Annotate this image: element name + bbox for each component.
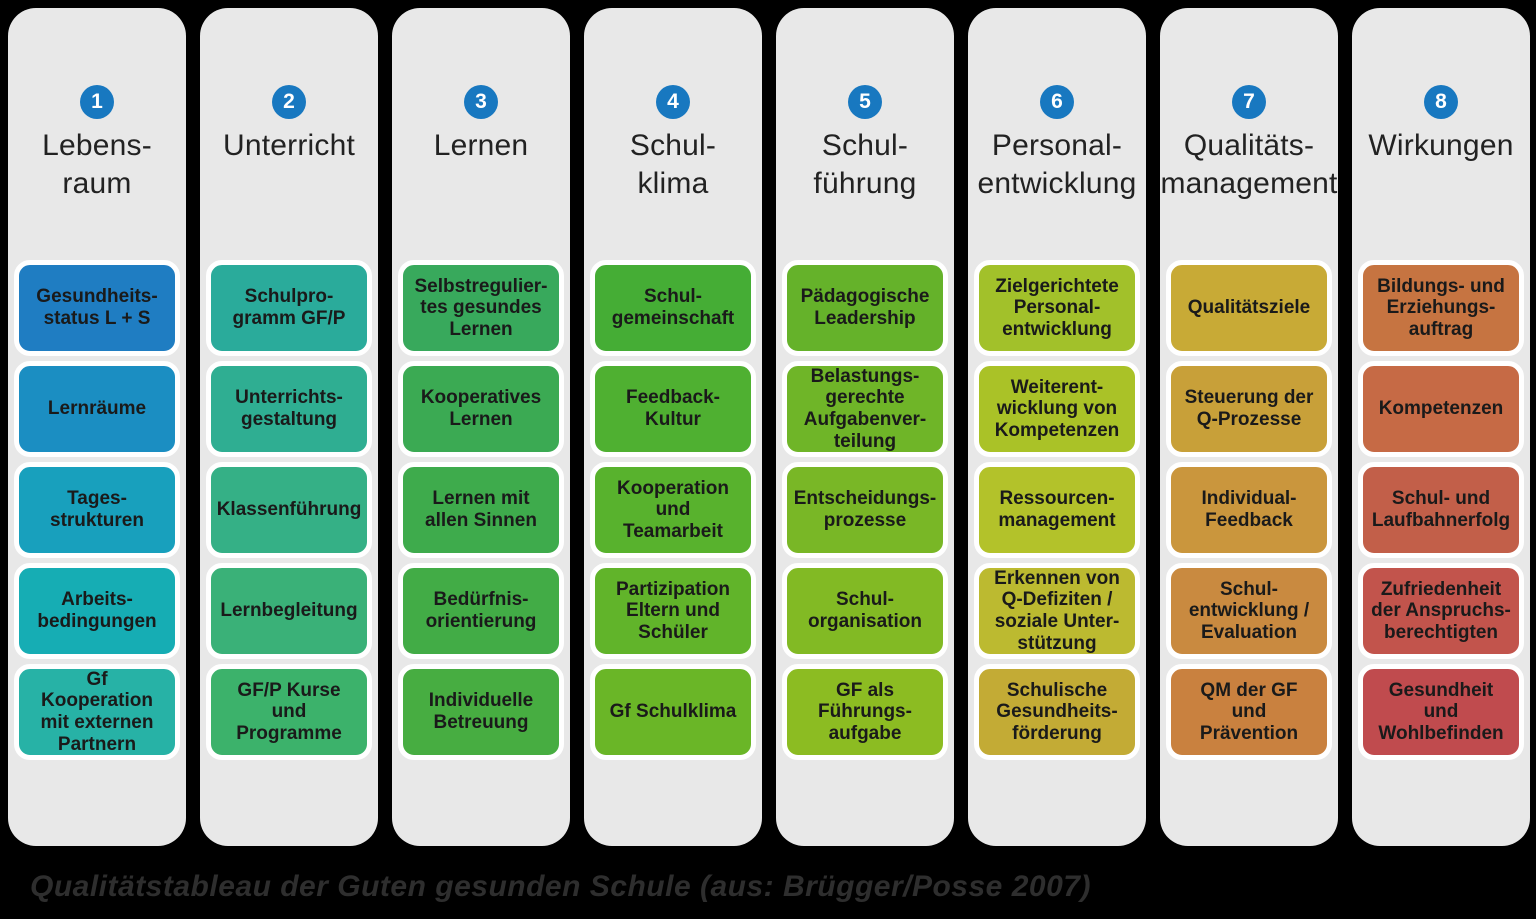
box-schulentwicklung-evaluation: Schul- entwicklung / Evaluation (1166, 563, 1332, 659)
box-gf-kooperation: Gf Kooperation mit externen Partnern (14, 664, 180, 760)
box-schulprogramm: Schulpro- gramm GF/P (206, 260, 372, 356)
box-qualitaetsziele: Qualitätsziele (1166, 260, 1332, 356)
box-zufriedenheit: Zufriedenheit der Anspruchs- berechtigte… (1358, 563, 1524, 659)
box-kooperatives-lernen: Kooperatives Lernen (398, 361, 564, 457)
column-title-wirkungen: Wirkungen (1368, 129, 1514, 162)
box-kooperation-teamarbeit: Kooperation und Teamarbeit (590, 462, 756, 558)
number-badge-1: 1 (80, 85, 114, 119)
box-bildungsauftrag: Bildungs- und Erziehungs- auftrag (1358, 260, 1524, 356)
box-lernbegleitung: Lernbegleitung (206, 563, 372, 659)
column-header-personalentwicklung: 6 Personal- entwicklung (974, 8, 1140, 260)
quality-table-board: 1 Lebens- raum Gesundheits- status L + S… (8, 8, 1530, 846)
box-ressourcenmanagement: Ressourcen- management (974, 462, 1140, 558)
column-unterricht: 2 Unterricht Schulpro- gramm GF/P Unterr… (200, 8, 378, 846)
box-list-lernen: Selbstregulier- tes gesundes Lernen Koop… (398, 260, 564, 760)
column-lernen: 3 Lernen Selbstregulier- tes gesundes Le… (392, 8, 570, 846)
box-klassenfuehrung: Klassenführung (206, 462, 372, 558)
box-tagesstrukturen: Tages- strukturen (14, 462, 180, 558)
box-gf-fuehrungsaufgabe: GF als Führungs- aufgabe (782, 664, 948, 760)
column-schulfuehrung: 5 Schul- führung Pädagogische Leadership… (776, 8, 954, 846)
number-badge-4: 4 (656, 85, 690, 119)
number-badge-5: 5 (848, 85, 882, 119)
box-schul-laufbahnerfolg: Schul- und Laufbahnerfolg (1358, 462, 1524, 558)
column-header-lebensraum: 1 Lebens- raum (14, 8, 180, 260)
box-qm-gf-praevention: QM der GF und Prävention (1166, 664, 1332, 760)
box-partizipation: Partizipation Eltern und Schüler (590, 563, 756, 659)
column-schulklima: 4 Schul- klima Schul- gemeinschaft Feedb… (584, 8, 762, 846)
column-personalentwicklung: 6 Personal- entwicklung Zielgerichtete P… (968, 8, 1146, 846)
box-schulische-gesundheitsfoerderung: Schulische Gesundheits- förderung (974, 664, 1140, 760)
box-unterrichtsgestaltung: Unterrichts- gestaltung (206, 361, 372, 457)
column-title-schulklima: Schul- klima (629, 129, 717, 200)
column-title-lernen: Lernen (433, 129, 529, 162)
box-list-qualitaetsmanagement: Qualitätsziele Steuerung der Q-Prozesse … (1166, 260, 1332, 760)
box-gfp-kurse: GF/P Kurse und Programme (206, 664, 372, 760)
box-entscheidungsprozesse: Entscheidungs- prozesse (782, 462, 948, 558)
box-list-personalentwicklung: Zielgerichtete Personal- entwicklung Wei… (974, 260, 1140, 760)
box-aufgabenverteilung: Belastungs- gerechte Aufgabenver- teilun… (782, 361, 948, 457)
box-individual-feedback: Individual- Feedback (1166, 462, 1332, 558)
column-wirkungen: 8 Wirkungen Bildungs- und Erziehungs- au… (1352, 8, 1530, 846)
box-paedagogische-leadership: Pädagogische Leadership (782, 260, 948, 356)
number-badge-3: 3 (464, 85, 498, 119)
box-selbstreguliertes-lernen: Selbstregulier- tes gesundes Lernen (398, 260, 564, 356)
box-lernen-mit-allen-sinnen: Lernen mit allen Sinnen (398, 462, 564, 558)
box-schulorganisation: Schul- organisation (782, 563, 948, 659)
column-header-lernen: 3 Lernen (398, 8, 564, 260)
box-steuerung-q-prozesse: Steuerung der Q-Prozesse (1166, 361, 1332, 457)
box-gf-schulklima: Gf Schulklima (590, 664, 756, 760)
box-gesundheitsstatus: Gesundheits- status L + S (14, 260, 180, 356)
box-individuelle-betreuung: Individuelle Betreuung (398, 664, 564, 760)
column-title-schulfuehrung: Schul- führung (813, 129, 917, 200)
box-feedback-kultur: Feedback- Kultur (590, 361, 756, 457)
box-list-wirkungen: Bildungs- und Erziehungs- auftrag Kompet… (1358, 260, 1524, 760)
figure-caption: Qualitätstableau der Guten gesunden Schu… (30, 870, 1091, 903)
box-schulgemeinschaft: Schul- gemeinschaft (590, 260, 756, 356)
box-weiterentwicklung-kompetenzen: Weiterent- wicklung von Kompetenzen (974, 361, 1140, 457)
number-badge-8: 8 (1424, 85, 1458, 119)
box-beduerfnisorientierung: Bedürfnis- orientierung (398, 563, 564, 659)
column-title-personalentwicklung: Personal- entwicklung (977, 129, 1137, 200)
column-title-qualitaetsmanagement: Qualitäts- management (1160, 129, 1338, 200)
number-badge-6: 6 (1040, 85, 1074, 119)
box-list-unterricht: Schulpro- gramm GF/P Unterrichts- gestal… (206, 260, 372, 760)
box-arbeitsbedingungen: Arbeits- bedingungen (14, 563, 180, 659)
column-header-schulfuehrung: 5 Schul- führung (782, 8, 948, 260)
column-lebensraum: 1 Lebens- raum Gesundheits- status L + S… (8, 8, 186, 846)
number-badge-2: 2 (272, 85, 306, 119)
column-qualitaetsmanagement: 7 Qualitäts- management Qualitätsziele S… (1160, 8, 1338, 846)
box-list-lebensraum: Gesundheits- status L + S Lernräume Tage… (14, 260, 180, 760)
box-list-schulklima: Schul- gemeinschaft Feedback- Kultur Koo… (590, 260, 756, 760)
column-header-schulklima: 4 Schul- klima (590, 8, 756, 260)
number-badge-7: 7 (1232, 85, 1266, 119)
box-lernraeume: Lernräume (14, 361, 180, 457)
column-title-unterricht: Unterricht (222, 129, 356, 162)
box-list-schulfuehrung: Pädagogische Leadership Belastungs- gere… (782, 260, 948, 760)
column-header-qualitaetsmanagement: 7 Qualitäts- management (1160, 8, 1337, 260)
box-zielgerichtete-personalentwicklung: Zielgerichtete Personal- entwicklung (974, 260, 1140, 356)
column-header-wirkungen: 8 Wirkungen (1358, 8, 1524, 260)
box-gesundheit-wohlbefinden: Gesundheit und Wohlbefinden (1358, 664, 1524, 760)
box-kompetenzen: Kompetenzen (1358, 361, 1524, 457)
column-title-lebensraum: Lebens- raum (42, 129, 152, 200)
column-header-unterricht: 2 Unterricht (206, 8, 372, 260)
box-erkennen-q-defizite: Erkennen von Q-Defiziten / soziale Unter… (974, 563, 1140, 659)
